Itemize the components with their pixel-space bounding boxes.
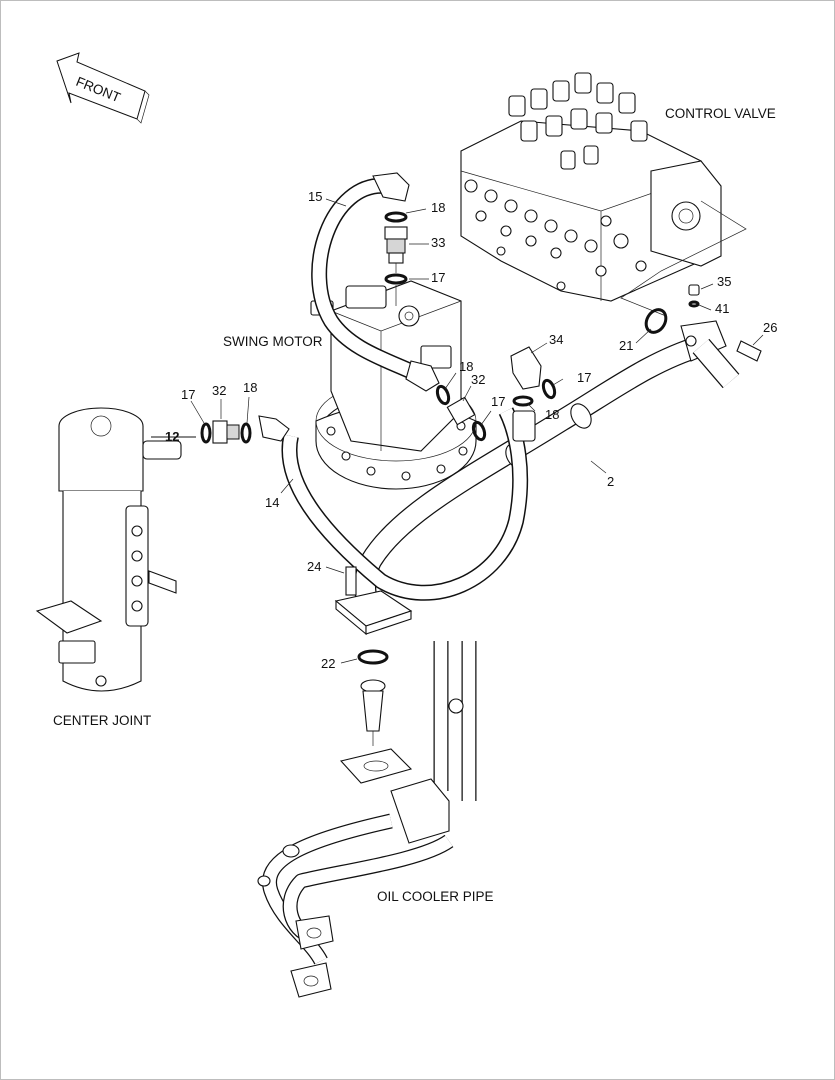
fitting-32 (446, 396, 476, 426)
center-joint (35, 407, 182, 692)
elbow-34 (510, 346, 542, 442)
callout-17: 17 (577, 370, 591, 385)
control-valve (460, 72, 722, 302)
callout-14: 14 (265, 495, 279, 510)
o-ring-17 (384, 273, 408, 285)
callouts: 15 18 33 17 35 41 26 21 34 17 18 18 32 1… (165, 189, 777, 671)
o-ring-18 (384, 211, 408, 223)
callout-33: 33 (431, 235, 445, 250)
front-arrow-icon: FRONT (56, 52, 150, 124)
leader-lines (190, 198, 764, 664)
callout-12: 12 (165, 429, 179, 444)
adapter-33 (384, 226, 408, 264)
callout-17: 17 (181, 387, 195, 402)
o-ring-18 (435, 384, 451, 406)
callout-32: 32 (212, 383, 226, 398)
o-ring-18 (512, 395, 534, 407)
callout-22: 22 (321, 656, 335, 671)
o-ring-17 (200, 422, 212, 444)
o-ring-41 (688, 300, 700, 308)
plug-35 (688, 284, 700, 296)
hose-15 (311, 172, 440, 392)
hose-14 (258, 407, 529, 601)
callout-17: 17 (431, 270, 445, 285)
callout-18: 18 (431, 200, 445, 215)
swing-motor-label: SWING MOTOR (223, 334, 323, 349)
oil-cooler-pipe (257, 641, 477, 998)
callout-15: 15 (308, 189, 322, 204)
flange-24 (334, 566, 413, 636)
callout-21: 21 (619, 338, 633, 353)
callout-18: 18 (545, 407, 559, 422)
o-ring-18 (240, 422, 252, 444)
callout-35: 35 (717, 274, 731, 289)
valve-leader-line (620, 200, 747, 317)
o-ring-21 (644, 308, 668, 334)
fitting-32 (212, 420, 240, 444)
bolt-26 (736, 340, 762, 362)
o-ring-17 (541, 378, 557, 400)
callout-41: 41 (715, 301, 729, 316)
callout-32: 32 (471, 372, 485, 387)
callout-18: 18 (459, 359, 473, 374)
swing-motor (310, 280, 477, 490)
control-valve-label: CONTROL VALVE (665, 106, 776, 121)
callout-18: 18 (243, 380, 257, 395)
callout-2: 2 (607, 474, 614, 489)
callout-26: 26 (763, 320, 777, 335)
callout-24: 24 (307, 559, 321, 574)
o-ring-17 (471, 420, 487, 442)
oil-cooler-pipe-label: OIL COOLER PIPE (377, 889, 494, 904)
center-joint-label: CENTER JOINT (53, 713, 151, 728)
adapter-fitting (360, 679, 386, 746)
callout-34: 34 (549, 332, 563, 347)
o-ring-22 (357, 649, 389, 665)
callout-17: 17 (491, 394, 505, 409)
